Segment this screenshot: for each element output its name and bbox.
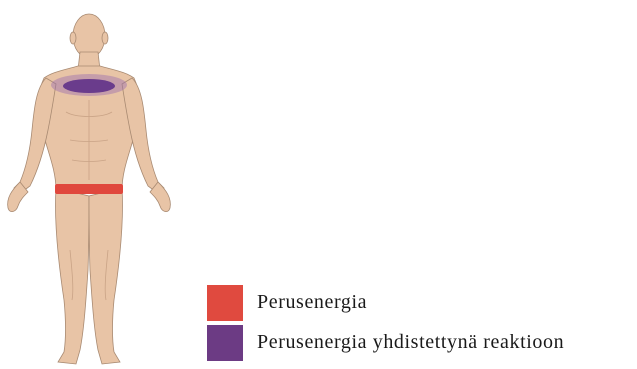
chest-region-inner xyxy=(63,79,115,93)
legend-label-basic: Perusenergia xyxy=(257,291,367,314)
legend-label-combined: Perusenergia yhdistettynä reaktioon xyxy=(257,331,564,354)
legend-swatch-basic xyxy=(207,285,243,321)
right-ear xyxy=(102,32,108,44)
human-body-figure xyxy=(0,0,200,369)
head xyxy=(73,14,105,58)
legend-swatch-combined xyxy=(207,325,243,361)
left-ear xyxy=(70,32,76,44)
waist-band xyxy=(55,184,123,194)
